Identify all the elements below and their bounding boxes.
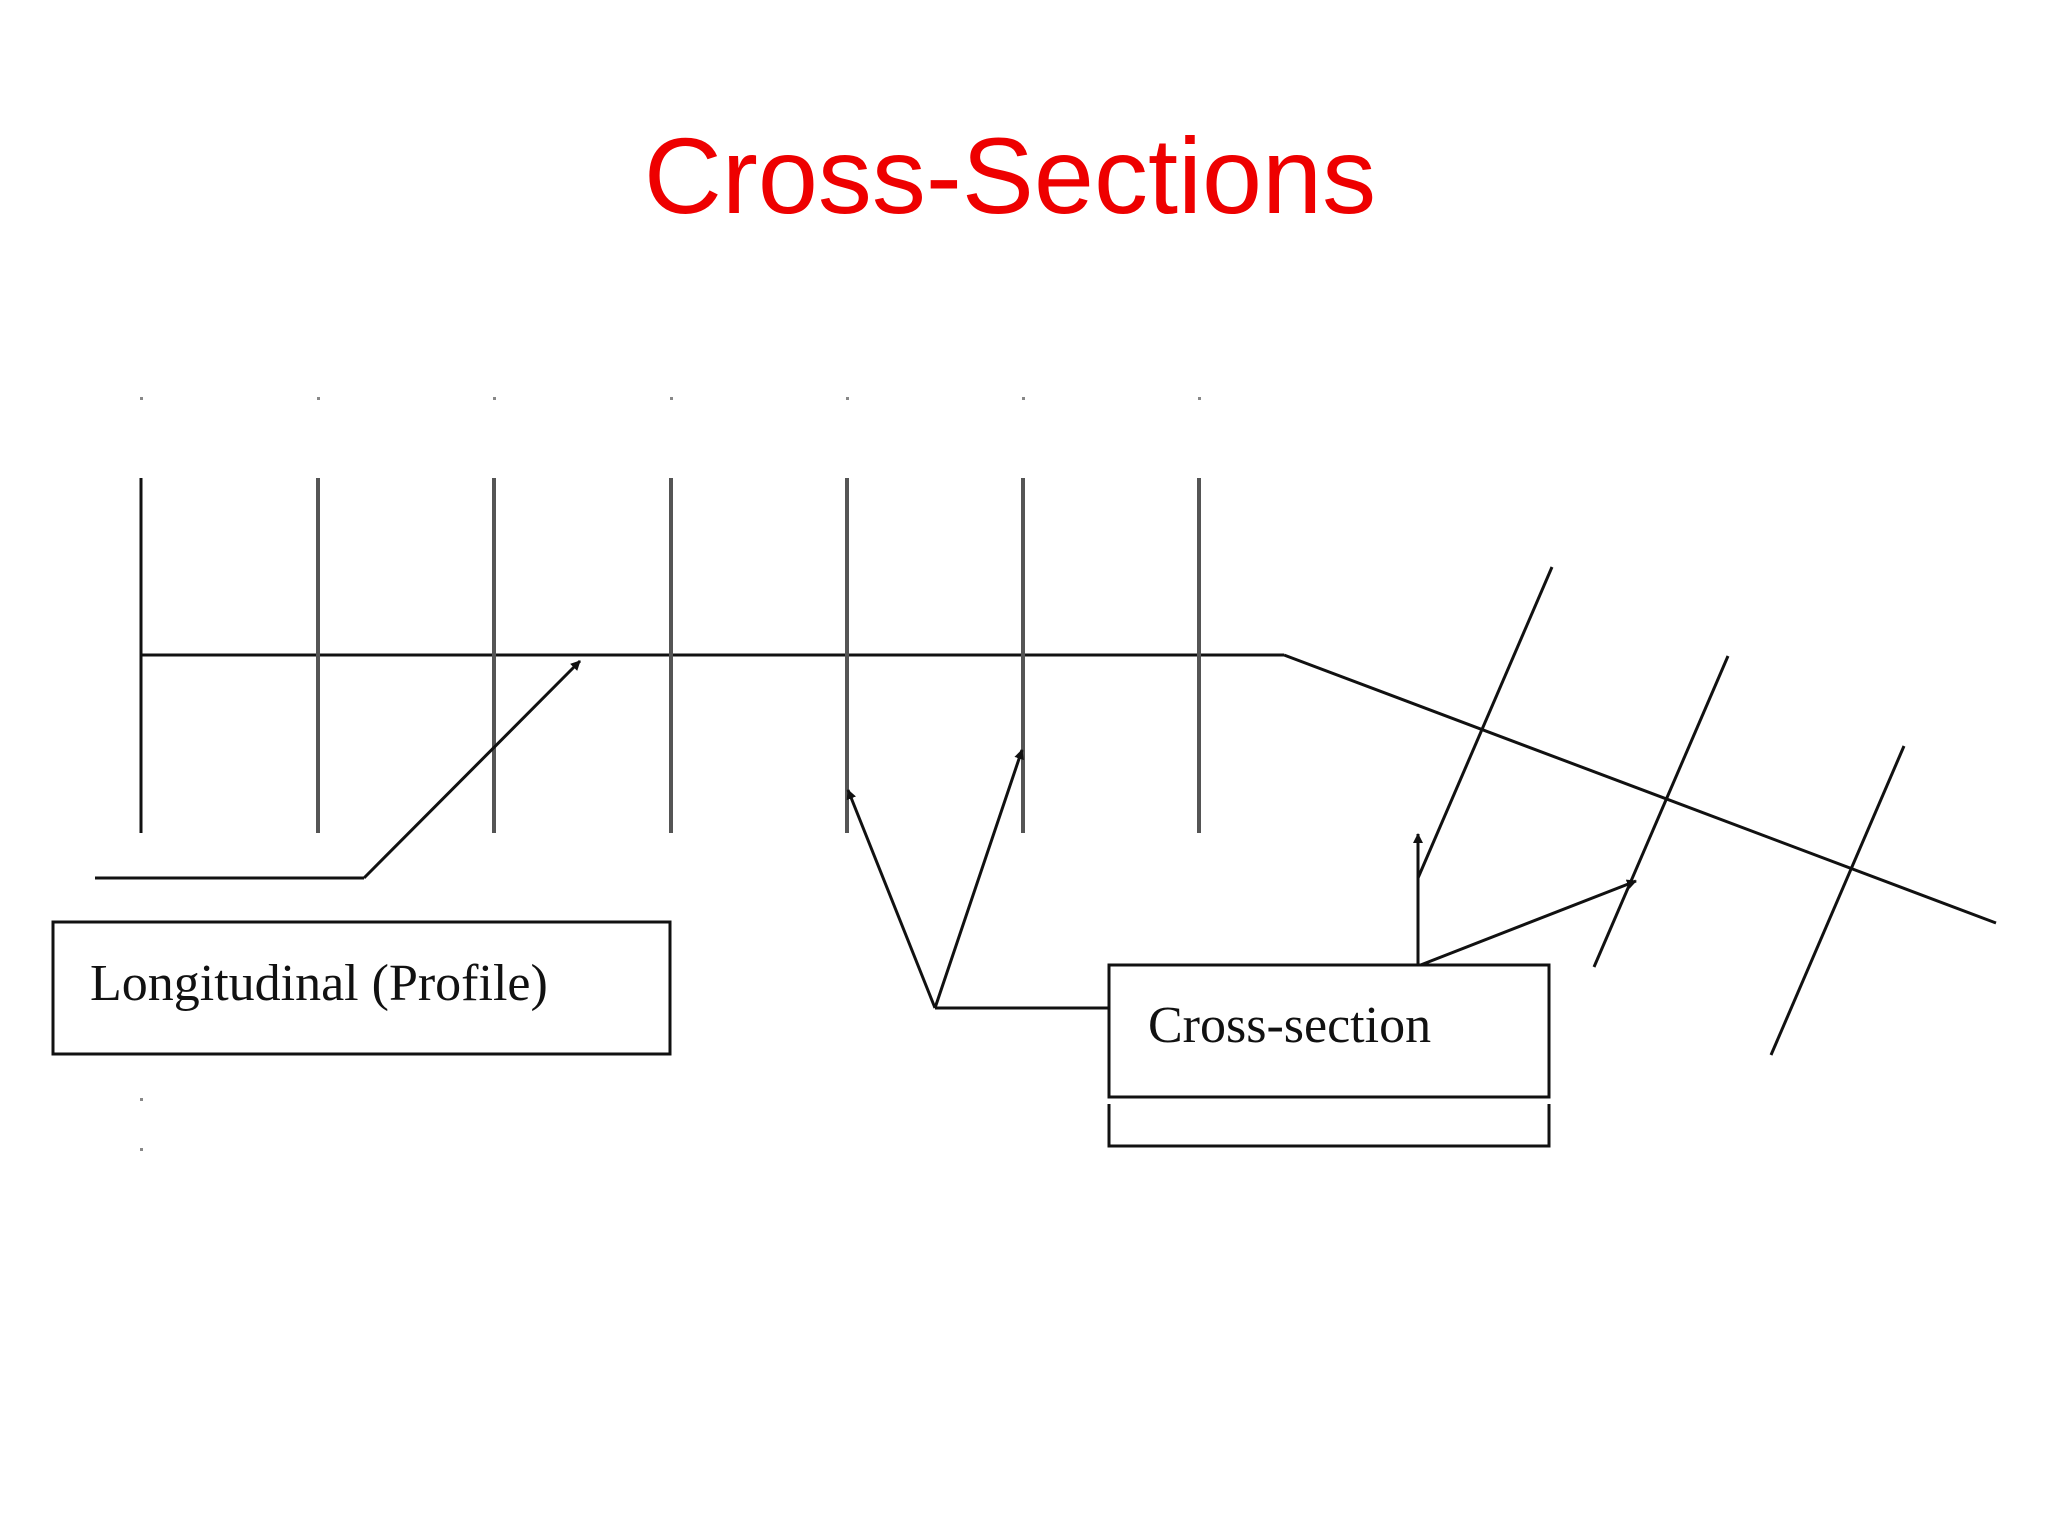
- top-dot: [493, 397, 496, 400]
- cross-section-label-box: [1107, 963, 1551, 1099]
- profile-line-slope: [1283, 653, 1997, 925]
- callout-arrow: [933, 749, 1024, 1009]
- callout-arrow: [846, 789, 937, 1009]
- top-dot: [1022, 397, 1025, 400]
- slanted-section-line: [1416, 566, 1554, 879]
- bottom-dot: [140, 1098, 143, 1101]
- slanted-section-line: [1592, 655, 1730, 968]
- top-tick-dots: [140, 397, 1201, 400]
- slanted-section-lines: [1416, 566, 1906, 1056]
- top-dot: [1198, 397, 1201, 400]
- cross-section-callout: Cross-section: [846, 749, 1637, 1148]
- top-dot: [846, 397, 849, 400]
- longitudinal-callout: Longitudinal (Profile): [51, 659, 672, 1056]
- slide-title: Cross-Sections: [643, 115, 1377, 236]
- top-dot: [140, 397, 143, 400]
- top-dot: [317, 397, 320, 400]
- callout-arrow: [362, 659, 582, 880]
- callout-arrow: [1417, 879, 1637, 968]
- cross-section-label: Cross-section: [1148, 997, 1431, 1054]
- top-dot: [670, 397, 673, 400]
- bottom-dot: [140, 1148, 143, 1151]
- longitudinal-label-box: [51, 920, 672, 1056]
- slanted-section-line: [1769, 745, 1906, 1056]
- vertical-section-lines: [139, 478, 1201, 833]
- longitudinal-label: Longitudinal (Profile): [90, 955, 548, 1012]
- cross-section-box-underline: [1107, 1104, 1551, 1148]
